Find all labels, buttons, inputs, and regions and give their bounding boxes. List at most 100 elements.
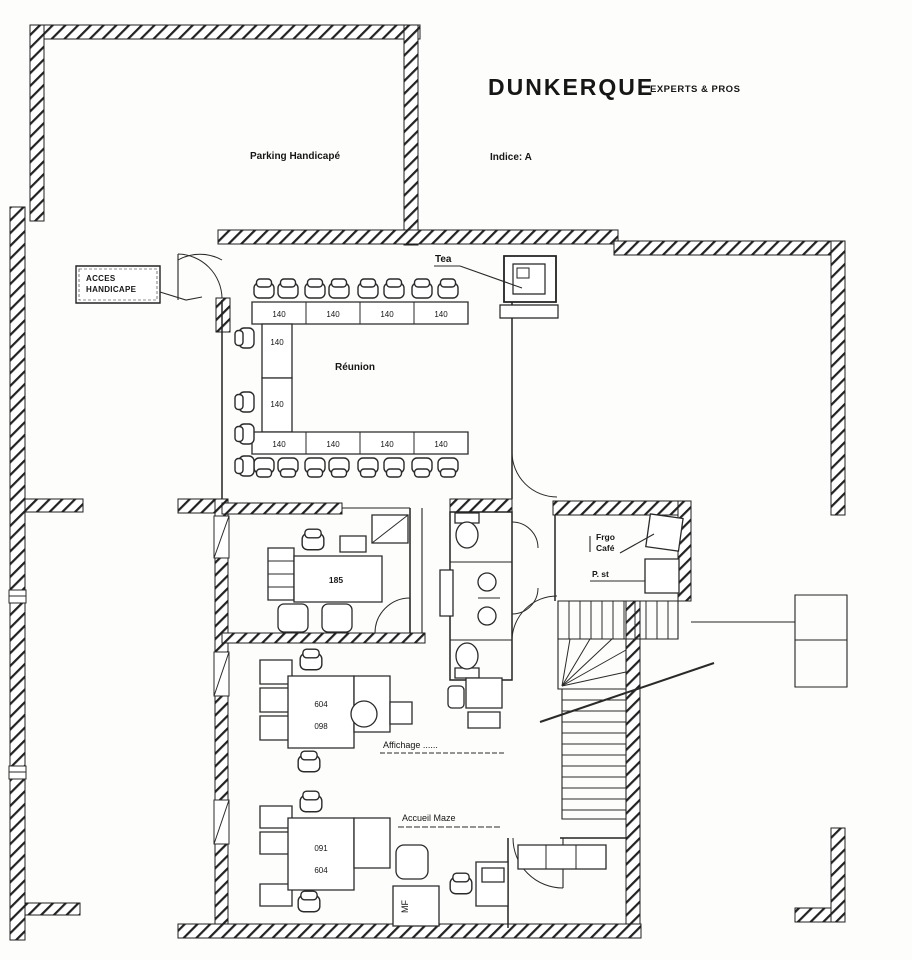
parking-label: Parking Handicapé [250,151,340,162]
desk-chair [299,648,323,671]
tea-shelf [500,305,558,318]
desk-label: 098 [314,722,328,731]
desk-label: 604 [314,700,328,709]
table-label: 140 [434,310,448,319]
desk-label: 185 [329,575,343,585]
meeting-room: Réunion 140 140 140 140 140 140 140 140 … [234,254,558,478]
wall-parking-top [30,25,420,39]
cabinet [260,688,292,712]
wall-right-exterior [831,241,845,515]
pillar [390,702,412,724]
wall-right-section-top [614,241,845,255]
tea-station: Tea [434,254,558,318]
mf-box: MF [393,886,439,926]
chair [411,278,433,299]
office-manager: 185 [268,515,408,632]
wc-bowl-bottom [456,643,478,669]
table-label: 140 [270,338,284,347]
wall-toilet-top [450,499,512,512]
desk [288,676,354,748]
office1-door-arc [375,598,410,633]
doors [178,254,563,888]
meeting-table-left-2 [262,378,292,432]
entrance-door-arc-2 [178,254,222,260]
cabinet [260,832,292,854]
reception-monitor [482,868,504,882]
access-leader-line [160,292,202,300]
wall-kitchen-right [678,501,691,601]
stair-top-run [558,601,678,639]
table-label: 140 [380,310,394,319]
desk-chair [301,528,325,551]
stair-winder-treads [562,639,626,686]
hall: Affichage ...... Accueil Maze MF [380,678,606,926]
tea-label: Tea [435,254,452,265]
meeting-room-label: Réunion [335,362,375,373]
fridge-label-line2: Café [596,543,615,553]
stair-lower-treads [562,700,626,810]
tea-leader-line [460,266,522,288]
plan-subtitle: EXPERTS & PROS [650,84,740,95]
table-label: 140 [380,440,394,449]
chair [328,278,350,299]
plan-revision: Indice: A [490,152,532,163]
fridge [646,514,683,551]
chair [253,457,275,478]
storeroom-counter [518,845,606,869]
copier-chair [448,686,464,708]
desk-monitor [340,536,366,552]
chair [304,457,326,478]
cabinet [260,716,292,740]
stair-section-line [540,663,714,722]
stair-door-arc [512,596,557,640]
wall-bottom-left-foot [25,903,80,915]
affichage-label: Affichage ...... [383,740,438,750]
table-label: 140 [272,310,286,319]
chair [234,391,255,413]
chair [383,278,405,299]
copier [466,678,502,708]
appliance-label: P. st [592,569,609,579]
reception-chair [449,872,473,895]
windows [9,516,229,844]
desk-return [354,818,390,868]
wall-meeting-top [218,230,618,244]
table-label: 140 [326,440,340,449]
visitor-chair [297,890,321,913]
accueil-label: Accueil Maze [402,813,456,823]
wall-left-exterior [10,207,25,940]
copier-tray [468,712,500,728]
visitor-chair [297,750,321,773]
table-label: 140 [272,440,286,449]
wall-mid-left-stub [25,499,83,512]
desk-label: 091 [314,844,328,853]
exterior-walls [10,25,845,940]
cabinet [260,884,292,906]
access-label-line2: HANDICAPE [86,285,137,294]
wc-bowl-top [456,522,478,548]
entrance-door-arc-1 [178,254,222,298]
access-callout-box-inner [79,269,157,300]
desk [294,556,382,602]
wall-office1-bottom [222,633,425,643]
meeting-table-left-1 [262,324,292,378]
chair [234,455,255,477]
plan-title: DUNKERQUE [488,74,654,100]
stair-top-treads [569,601,668,639]
toilet-cabinet [440,570,453,616]
sink-1 [478,573,496,591]
fridge-leader-line [620,534,654,553]
armchair [396,845,428,879]
wall-bottom-right-vert [831,828,845,922]
chair [357,457,379,478]
chair [383,457,405,478]
chair [234,327,255,349]
wall-stair-right [626,601,640,938]
access-callout: ACCES HANDICAPE [76,266,202,303]
meeting-chairs-bottom [253,457,459,478]
toilet-door-arc-2 [512,588,538,614]
wall-parking-left [30,25,44,221]
office-middle: 604 098 [260,648,390,773]
